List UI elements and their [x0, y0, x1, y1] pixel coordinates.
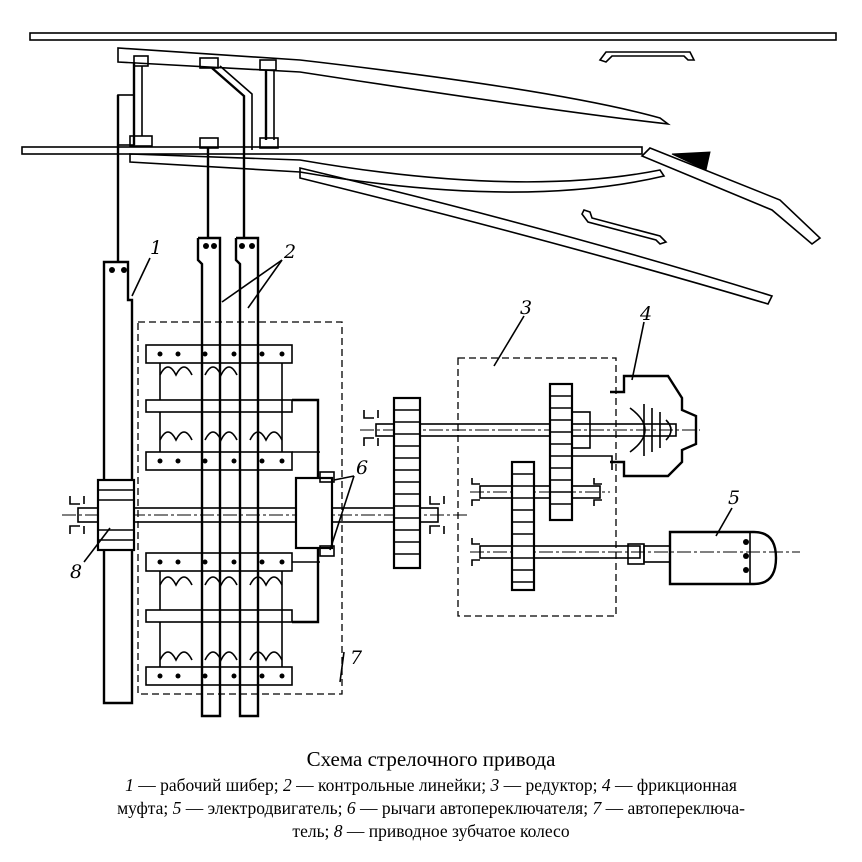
legend-number: 7: [592, 798, 602, 818]
label-8: 8: [70, 561, 82, 583]
connecting-rods: [116, 55, 279, 262]
legend-text: — рабочий шибер;: [133, 775, 283, 795]
label-5: 5: [728, 487, 740, 509]
label-3: 3: [520, 297, 532, 319]
legend-line: 1 — рабочий шибер; 2 — контрольные линей…: [14, 774, 848, 797]
auto-switch-contacts: [145, 344, 320, 686]
legend-number: 5: [172, 798, 182, 818]
control-rulers: [196, 236, 260, 718]
leader-lines: [83, 257, 733, 683]
legend-text: тель;: [292, 821, 334, 841]
legend-number: 2: [283, 775, 292, 795]
legend-number: 1: [125, 775, 134, 795]
legend-number: 3: [490, 775, 500, 795]
label-7: 7: [350, 647, 363, 669]
legend-text: — фрикционная: [610, 775, 737, 795]
legend-text: муфта;: [117, 798, 173, 818]
legend-number: 4: [601, 775, 611, 795]
label-6: 6: [356, 457, 368, 479]
legend-number: 6: [346, 798, 356, 818]
working-slider: [102, 260, 134, 705]
legend-line: тель; 8 — приводное зубчатое колесо: [14, 820, 848, 843]
caption-legend: 1 — рабочий шибер; 2 — контрольные линей…: [0, 774, 862, 843]
legend-text: — рычаги автопереключателя;: [355, 798, 593, 818]
reducer-gears: [470, 382, 800, 592]
track-rails: [21, 32, 837, 305]
legend-text: — приводное зубчатое колесо: [342, 821, 570, 841]
switch-drive-diagram: 1 2 3 4 5 6 7 8: [21, 32, 837, 718]
legend-text: — электродвигатель;: [181, 798, 347, 818]
electric-motor: [627, 530, 778, 586]
label-1: 1: [150, 237, 162, 259]
legend-text: — контрольные линейки;: [291, 775, 491, 795]
main-shaft: [62, 471, 470, 557]
legend-text: — редуктор;: [499, 775, 602, 795]
figure-caption: Схема стрелочного привода 1 — рабочий ши…: [0, 744, 862, 843]
legend-text: — автопереключа-: [601, 798, 745, 818]
large-gear: [360, 396, 700, 570]
part-labels: 1 2 3 4 5 6 7 8: [70, 237, 740, 669]
legend-line: муфта; 5 — электродвигатель; 6 — рычаги …: [14, 797, 848, 820]
label-4: 4: [639, 303, 652, 325]
caption-title: Схема стрелочного привода: [306, 747, 556, 771]
legend-number: 8: [333, 821, 343, 841]
reducer-box: [457, 357, 617, 617]
friction-coupling: [610, 374, 698, 478]
label-2: 2: [283, 241, 296, 263]
